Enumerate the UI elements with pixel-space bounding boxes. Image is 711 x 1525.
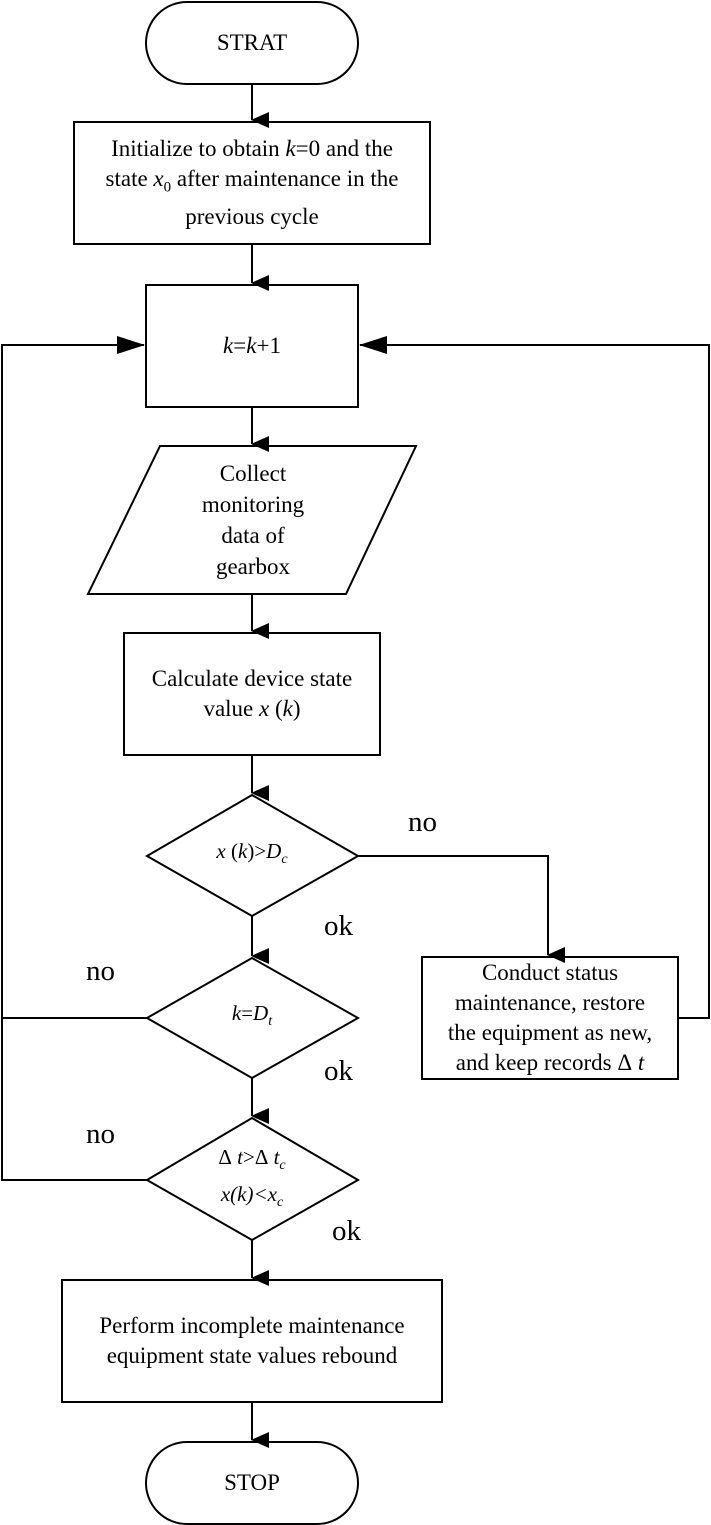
left-loop-connector — [1, 336, 147, 1181]
init-box-shape — [73, 121, 431, 245]
start-label: STRAT — [146, 2, 358, 84]
collect-data-shape — [86, 445, 418, 595]
stop-label: STOP — [146, 1442, 358, 1524]
decision-3-ok-label: ok — [332, 1215, 361, 1247]
start-text: STRAT — [216, 30, 288, 55]
status-maintenance-label: Conduct status maintenance, restore the … — [447, 960, 653, 1075]
calculate-label: Calculate device state value x (k) — [151, 666, 353, 721]
calculate-box-shape — [123, 632, 381, 756]
increment-label: k=k+1 — [223, 333, 281, 358]
decision-1-label: x (k)>Dc — [216, 839, 288, 868]
decision-2-no-label: no — [86, 955, 115, 987]
init-line-1: Initialize to obtain k=0 and the — [111, 135, 393, 161]
collect-label: Collect monitoring data of gearbox — [201, 461, 305, 579]
init-line-2: state x0 after maintenance in the — [105, 165, 399, 196]
incomplete-maintenance-label: Perform incomplete maintenance equipment… — [99, 1313, 405, 1368]
stop-text: STOP — [224, 1470, 280, 1495]
decision-1-no-label: no — [408, 806, 437, 838]
init-label: Initialize to obtain k=0 and the state x… — [74, 122, 430, 244]
decision-3-label: Δ t>Δ tc x(k)<xc — [218, 1144, 286, 1211]
init-line-3: previous cycle — [185, 204, 319, 230]
status-maintenance-box-shape — [421, 956, 679, 1080]
status-return-connector — [359, 336, 710, 1019]
decision-1-ok-label: ok — [324, 910, 353, 942]
incomplete-maintenance-box-shape — [61, 1279, 443, 1403]
decision-3-no-label: no — [86, 1118, 115, 1150]
decision-2-label: k=Dt — [231, 1001, 273, 1030]
decision-2-ok-label: ok — [324, 1055, 353, 1087]
decision-1-no-connector — [358, 855, 565, 963]
